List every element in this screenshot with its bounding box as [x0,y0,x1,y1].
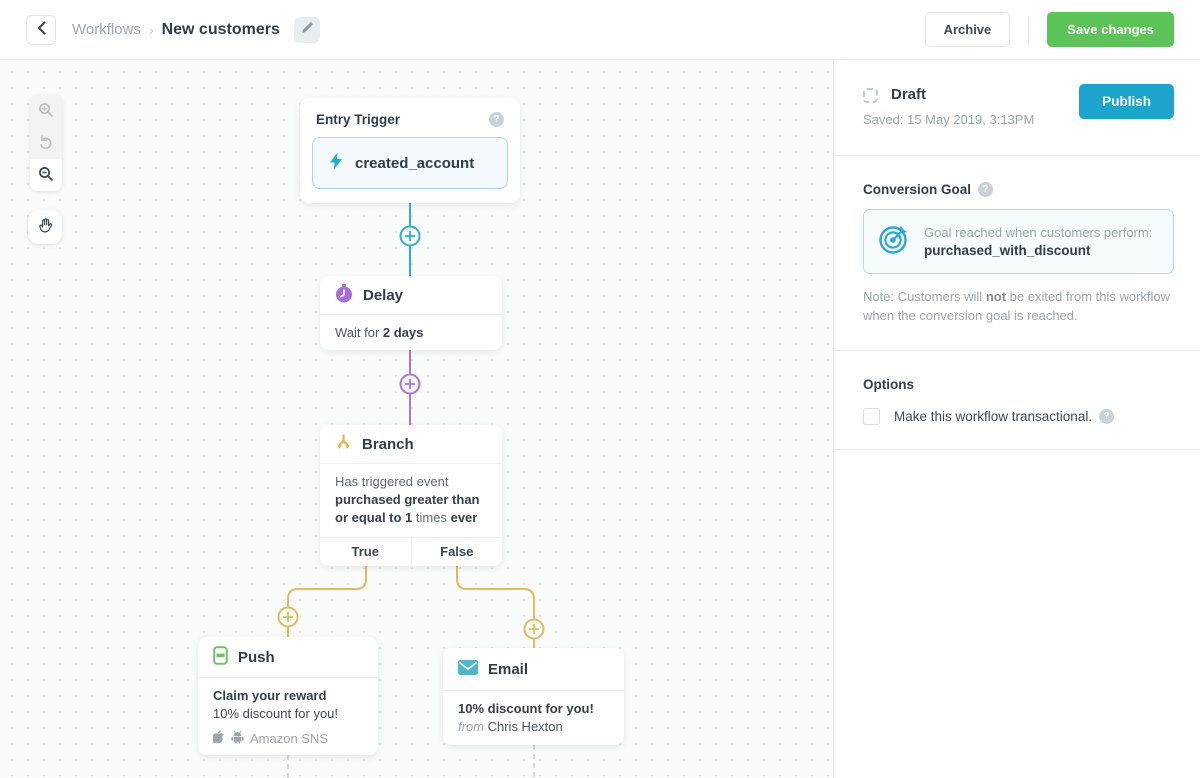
back-button[interactable] [26,14,56,45]
breadcrumb-workflows[interactable]: Workflows [72,21,141,38]
header-divider [1028,15,1030,44]
email-subject: 10% discount for you! [458,701,594,716]
zoom-out-button[interactable] [30,159,62,191]
transactional-checkbox-label: Make this workflow transactional. [894,408,1093,424]
save-changes-button[interactable]: Save changes [1047,12,1174,47]
delay-duration: 2 days [382,325,424,340]
condition-window: ever [450,509,478,525]
connector-branch-push [287,566,367,637]
help-icon[interactable]: ? [978,182,994,197]
zoom-in-button[interactable] [30,95,62,127]
goal-note: Note: Customers will not be exited from … [863,288,1174,326]
options-section: Options Make this workflow transactional… [834,351,1200,450]
add-step-button-true[interactable] [277,606,299,628]
status-label: Draft [891,86,927,103]
transactional-checkbox[interactable] [863,407,880,425]
email-from-name: Chris Hexton [484,719,563,734]
delay-title: Delay [363,286,404,304]
options-title: Options [863,376,914,392]
card-divider [198,677,378,678]
entry-trigger-card[interactable]: Entry Trigger ? created_account [300,98,520,203]
goal-event: purchased_with_discount [924,243,1091,258]
edit-title-button[interactable] [293,16,320,43]
sidebar: Draft Saved: 15 May 2019, 3:13PM Publish… [833,60,1200,778]
note-emphasis: not [985,289,1007,304]
branch-true-cell: True [351,543,379,559]
archive-button[interactable]: Archive [924,12,1011,47]
pan-tool-button[interactable] [28,210,62,244]
trigger-event-chip[interactable]: created_account [312,137,508,189]
android-icon [231,730,244,747]
pencil-icon [301,22,313,37]
envelope-icon [458,659,478,679]
delay-card[interactable]: Delay Wait for 2 days [320,276,502,350]
email-from-word: from [458,719,484,734]
delay-text: Wait for [335,325,383,340]
saved-timestamp: Saved: 15 May 2019, 3:13PM [863,112,1035,127]
chevron-left-icon [37,21,46,38]
email-title: Email [488,660,529,678]
branch-card[interactable]: Branch Has triggered event purchased gre… [320,425,502,566]
condition-text: times [412,509,451,525]
plus-icon [405,379,415,389]
page-title: New customers [161,20,280,38]
plus-icon [283,612,293,622]
push-message-title: Claim your reward [213,688,327,703]
branch-icon [335,433,352,455]
add-step-button-blue[interactable] [399,225,421,247]
branch-false-cell: False [410,537,503,565]
email-from-row: from Chris Hexton [458,719,609,734]
connector-branch-email [456,566,535,648]
workflow-canvas[interactable]: Entry Trigger ? created_account Delay Wa… [0,60,833,778]
note-text: be exited from this workflow when the co… [863,289,1171,323]
condition-event: purchased greater than or equal to 1 [335,491,480,525]
canvas-toolbar [30,95,62,191]
publish-button[interactable]: Publish [1079,84,1174,119]
conversion-goal-title: Conversion Goal [863,182,972,197]
connector-overlay [277,203,545,778]
phone-icon [213,645,228,669]
goal-description: Goal reached when customers perform: [924,225,1153,240]
branch-title: Branch [362,435,414,453]
conversion-goal-card[interactable]: Goal reached when customers perform: pur… [863,209,1174,274]
entry-trigger-title: Entry Trigger [316,112,401,127]
add-step-button-false[interactable] [523,618,545,640]
note-text: Note: Customers will [863,289,986,304]
delay-body: Wait for 2 days [320,315,502,350]
breadcrumb: Workflows › New customers [72,16,320,43]
branch-condition: Has triggered event purchased greater th… [320,464,502,537]
add-step-button-purple[interactable] [399,373,421,395]
card-divider [320,463,502,464]
undo-button[interactable] [30,127,62,159]
stopwatch-icon [335,283,353,307]
zoom-out-icon [38,166,54,185]
breadcrumb-separator: › [148,21,154,38]
plus-icon [529,624,539,634]
help-icon[interactable]: ? [1099,408,1115,424]
card-divider [320,314,502,315]
branch-outcomes: True False [320,536,503,565]
push-provider-label: Amazon SNS [250,731,329,746]
email-card[interactable]: Email 10% discount for you! from Chris H… [443,648,624,745]
undo-icon [38,134,54,153]
trigger-event-label: created_account [355,154,475,172]
plus-icon [405,231,415,241]
push-provider-row: Amazon SNS [211,730,363,747]
push-message-body: 10% discount for you! [213,706,339,721]
condition-text: Has triggered event [335,474,449,489]
draft-status-icon [863,88,878,103]
push-title: Push [238,648,275,666]
push-card[interactable]: Push Claim your reward 10% discount for … [198,637,378,755]
header: Workflows › New customers Archive Save c… [0,0,1200,60]
card-divider [443,690,624,691]
help-icon[interactable]: ? [489,112,504,127]
conversion-goal-section: Conversion Goal ? Goal reached when cust… [834,156,1200,351]
hand-icon [37,217,54,237]
apple-icon [211,730,225,747]
status-section: Draft Saved: 15 May 2019, 3:13PM Publish [834,60,1200,156]
zoom-in-icon [38,102,54,121]
bullseye-icon [877,222,911,261]
lightning-icon [329,152,343,175]
